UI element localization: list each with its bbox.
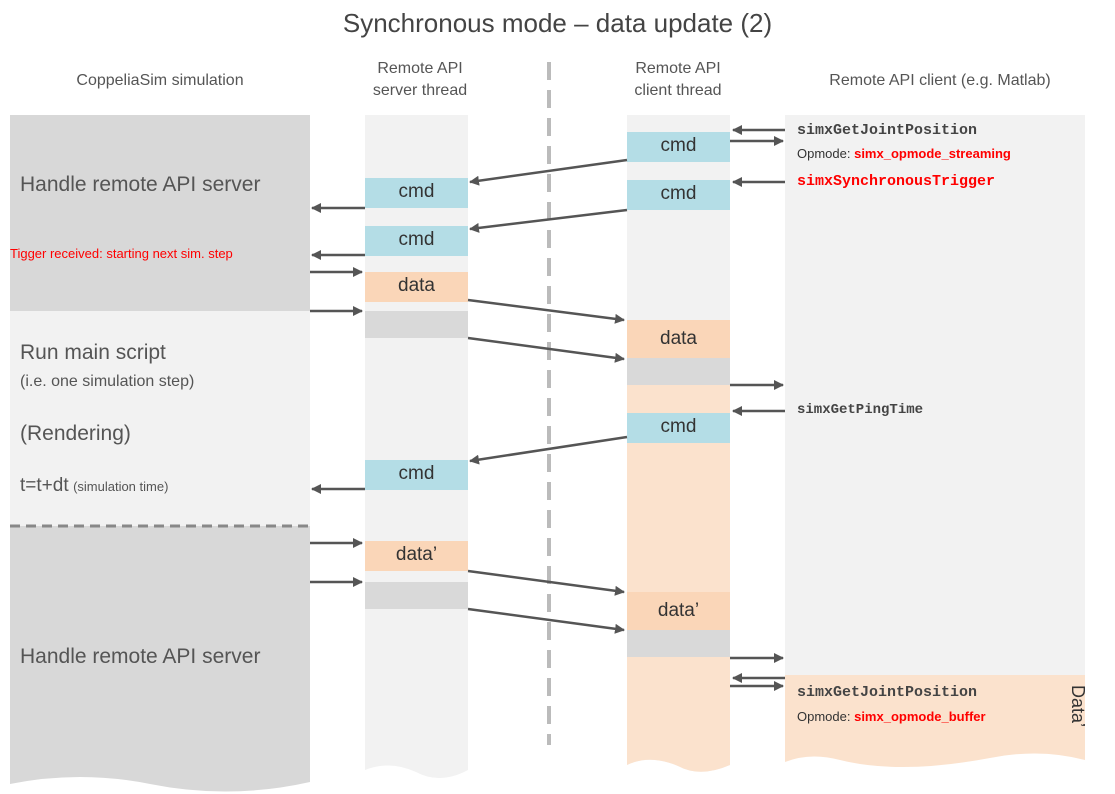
column-header-simulation: CoppeliaSim simulation xyxy=(76,72,244,89)
matlab-opmode-line-2: Opmode: simx_opmode_buffer xyxy=(797,709,986,724)
opmode-label-1: Opmode: xyxy=(797,146,855,161)
sim-run-main-script-sub: (i.e. one simulation step) xyxy=(20,373,195,390)
server-data-box-1: data xyxy=(365,272,468,302)
column-header-matlab-client: Remote API client (e.g. Matlab) xyxy=(829,72,1051,89)
arrow-client-to-server-cmd-3 xyxy=(469,435,628,465)
opmode-buffer: simx_opmode_buffer xyxy=(854,709,986,724)
sim-time-note: (simulation time) xyxy=(73,479,169,494)
sim-trigger-received: Tigger received: starting next sim. step xyxy=(10,246,233,261)
client-idle-box-2 xyxy=(627,630,730,657)
server-header-line1: Remote API xyxy=(377,60,463,77)
client-cmd-box-2: cmd xyxy=(627,180,730,210)
matlab-lane xyxy=(785,115,1085,675)
sim-block-handle-top xyxy=(10,115,310,311)
client-data-box-2: data’ xyxy=(627,592,730,630)
client-header-line2: client thread xyxy=(634,82,722,99)
sim-time-step: t=t+dt (simulation time) xyxy=(20,475,168,497)
arrow-server-to-client-data-2 xyxy=(467,336,625,363)
server-idle-box-1 xyxy=(365,311,468,338)
matlab-call-get-joint-position-2: simxGetJointPosition xyxy=(797,684,978,701)
column-header-server-thread: Remote API server thread xyxy=(350,58,490,102)
server-idle-box-2 xyxy=(365,582,468,609)
client-header-line1: Remote API xyxy=(635,60,721,77)
matlab-opmode-line-1: Opmode: simx_opmode_streaming xyxy=(797,146,1011,161)
server-cmd-box-2: cmd xyxy=(365,226,468,256)
matlab-call-get-ping-time: simxGetPingTime xyxy=(797,402,924,418)
server-data-box-2: data’ xyxy=(365,541,468,571)
sim-time-formula: t=t+dt xyxy=(20,475,69,496)
sim-run-main-script: Run main script xyxy=(20,341,166,364)
sim-handle-server-top: Handle remote API server xyxy=(20,173,261,196)
sim-block-handle-bottom xyxy=(10,526,310,792)
arrow-server-to-client-data-3 xyxy=(467,569,625,596)
arrow-server-to-client-data-1 xyxy=(467,298,625,324)
matlab-call-synchronous-trigger: simxSynchronousTrigger xyxy=(797,173,996,190)
client-idle-box-1 xyxy=(627,358,730,385)
sim-block-run-script xyxy=(10,311,310,526)
matlab-data-shade xyxy=(785,675,1085,768)
arrow-server-to-client-data-4 xyxy=(467,607,625,634)
sim-rendering: (Rendering) xyxy=(20,422,131,445)
arrow-client-to-server-cmd-1 xyxy=(469,158,628,186)
server-cmd-box-3: cmd xyxy=(365,460,468,490)
client-cmd-box-3: cmd xyxy=(627,413,730,443)
client-cmd-box-1: cmd xyxy=(627,132,730,162)
sim-handle-server-bottom: Handle remote API server xyxy=(20,645,261,668)
opmode-streaming: simx_opmode_streaming xyxy=(854,146,1011,161)
matlab-call-get-joint-position-1: simxGetJointPosition xyxy=(797,122,978,139)
client-data-box-1: data xyxy=(627,320,730,358)
client-data-shade xyxy=(627,385,730,772)
arrow-client-to-server-cmd-2 xyxy=(469,208,628,233)
column-header-client-thread: Remote API client thread xyxy=(608,58,748,102)
server-cmd-box-1: cmd xyxy=(365,178,468,208)
server-header-line2: server thread xyxy=(372,82,468,99)
diagram-title: Synchronous mode – data update (2) xyxy=(342,8,773,38)
opmode-label-2: Opmode: xyxy=(797,709,855,724)
